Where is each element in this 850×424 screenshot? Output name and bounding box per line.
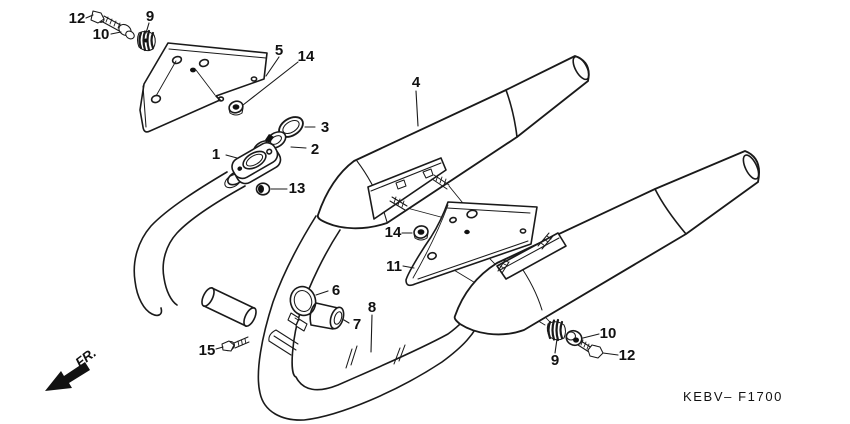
callout-part-5: 5: [265, 42, 283, 77]
part-number-label: 9: [551, 352, 559, 369]
part-number-label: 6: [332, 282, 340, 299]
part-number-label: 8: [368, 299, 376, 316]
part-number-label: 1: [212, 146, 220, 163]
callout-leader-line: [110, 31, 122, 35]
mount-rubber-7: [309, 302, 345, 330]
callout-part-11: 11: [386, 258, 415, 275]
callout-part-9: 9: [551, 338, 559, 369]
mounting-stud: [497, 259, 510, 274]
callout-part-8: 8: [368, 299, 376, 353]
part-number-label: 10: [93, 26, 110, 43]
part-number-label: 11: [386, 258, 402, 275]
callout-leader-line: [215, 346, 224, 350]
bolt-15: [221, 336, 250, 352]
callout-leader-line: [315, 290, 329, 296]
part-number-label: 13: [289, 180, 306, 197]
callout-part-12: 12: [69, 10, 94, 27]
washer-10-upper: [118, 23, 135, 40]
rubber-grommet-14-upper: [228, 100, 244, 116]
part-number-label: 4: [412, 74, 421, 91]
part-number-label: 12: [69, 10, 86, 27]
callout-leader-line: [582, 333, 600, 339]
callout-part-4: 4: [412, 74, 421, 127]
callout-part-14: 14: [242, 48, 315, 106]
part-number-label: 15: [199, 342, 216, 359]
tailpipe-tip: [572, 55, 590, 81]
callout-leader-line: [225, 154, 238, 159]
part-number-label: 2: [311, 141, 319, 158]
callout-part-14: 14: [385, 224, 413, 241]
callout-part-10: 10: [582, 325, 617, 342]
callout-part-10: 10: [93, 26, 122, 43]
pipe-joint-flange-1: [231, 141, 282, 185]
callout-leader-line: [265, 56, 280, 77]
bolt-12-lower: [577, 339, 604, 359]
rubber-mount-9-lower: [546, 318, 567, 342]
callout-part-1: 1: [212, 146, 238, 163]
callout-leader-line: [343, 319, 350, 324]
callout-leader-line: [370, 314, 373, 353]
fr-label: FR.: [73, 345, 99, 370]
callout-leader-line: [602, 352, 619, 356]
rubber-grommet-14-lower: [413, 225, 429, 241]
bracket-upper: [139, 42, 268, 133]
callout-part-12: 12: [602, 347, 636, 364]
arrow-icon: [45, 362, 90, 391]
part-number-label: 9: [146, 8, 154, 25]
callout-leader-line: [554, 338, 558, 354]
muffler-upper-mount-bracket: [367, 157, 450, 220]
callout-part-13: 13: [270, 180, 306, 197]
callout-leader-line: [242, 61, 299, 106]
crossover-tube: [201, 286, 257, 328]
callout-leader-line: [85, 14, 94, 19]
rubber-mount-9-upper: [136, 29, 156, 52]
cap-nut-13: [255, 182, 271, 196]
callout-part-6: 6: [315, 282, 340, 299]
callout-part-15: 15: [199, 342, 224, 359]
part-number-label: 14: [385, 224, 402, 241]
callout-part-3: 3: [304, 119, 329, 136]
pipe-clamp-6: [287, 285, 317, 332]
mounting-stud: [537, 232, 554, 250]
washer-10-lower: [565, 329, 583, 347]
part-number-label: 7: [353, 316, 361, 333]
part-number-label: 5: [275, 42, 283, 59]
callout-leader-line: [290, 146, 307, 149]
header-pipe-front: [133, 170, 246, 317]
diagram-code: KEBV– F1700: [683, 389, 783, 404]
part-number-label: 10: [600, 325, 617, 342]
part-number-label: 12: [619, 347, 636, 364]
fr-direction-arrow: FR.: [45, 345, 99, 391]
callout-leader-line: [145, 22, 150, 34]
callout-leader-line: [402, 265, 415, 269]
part-number-label: 14: [298, 48, 315, 65]
mounting-stud: [389, 196, 408, 211]
mounting-stud: [431, 174, 450, 190]
bracket-lower: [405, 201, 538, 287]
muffler-lower-mount-bracket: [496, 232, 567, 280]
callout-part-2: 2: [290, 141, 319, 158]
tailpipe-tip: [742, 154, 760, 180]
callout-part-9: 9: [145, 8, 154, 34]
callout-leader-line: [415, 90, 419, 127]
callout-part-7: 7: [343, 316, 361, 333]
muffler-lower: [453, 150, 760, 336]
part-number-label: 3: [321, 119, 329, 136]
